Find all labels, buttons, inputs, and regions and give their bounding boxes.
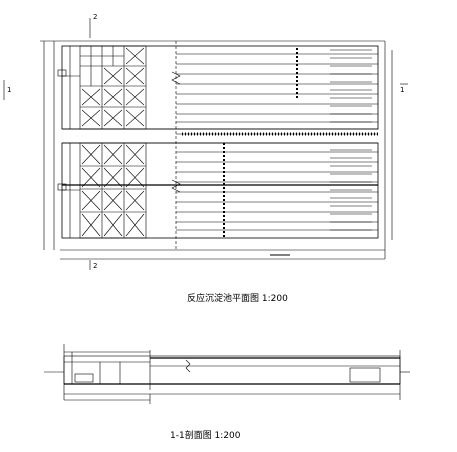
outlet-weirs (330, 49, 372, 231)
section-mark-top: 2 (93, 13, 98, 21)
center-pipes (223, 48, 298, 238)
section-title: 1-1剖面图 1:200 (170, 431, 241, 441)
top-sedimentation-lanes (176, 53, 378, 123)
bottom-flocculation-grid (79, 142, 147, 239)
section-mark-left: 1 (7, 86, 12, 94)
section-mark-right: 1 (400, 86, 405, 94)
section-mark-bottom: 2 (93, 262, 98, 270)
top-flocculation-grid (79, 45, 147, 130)
section-view (44, 344, 410, 404)
plan-title: 反应沉淀池平面图 1:200 (187, 294, 288, 304)
bottom-sedimentation-lanes (176, 151, 378, 231)
plan-view (3, 18, 408, 270)
